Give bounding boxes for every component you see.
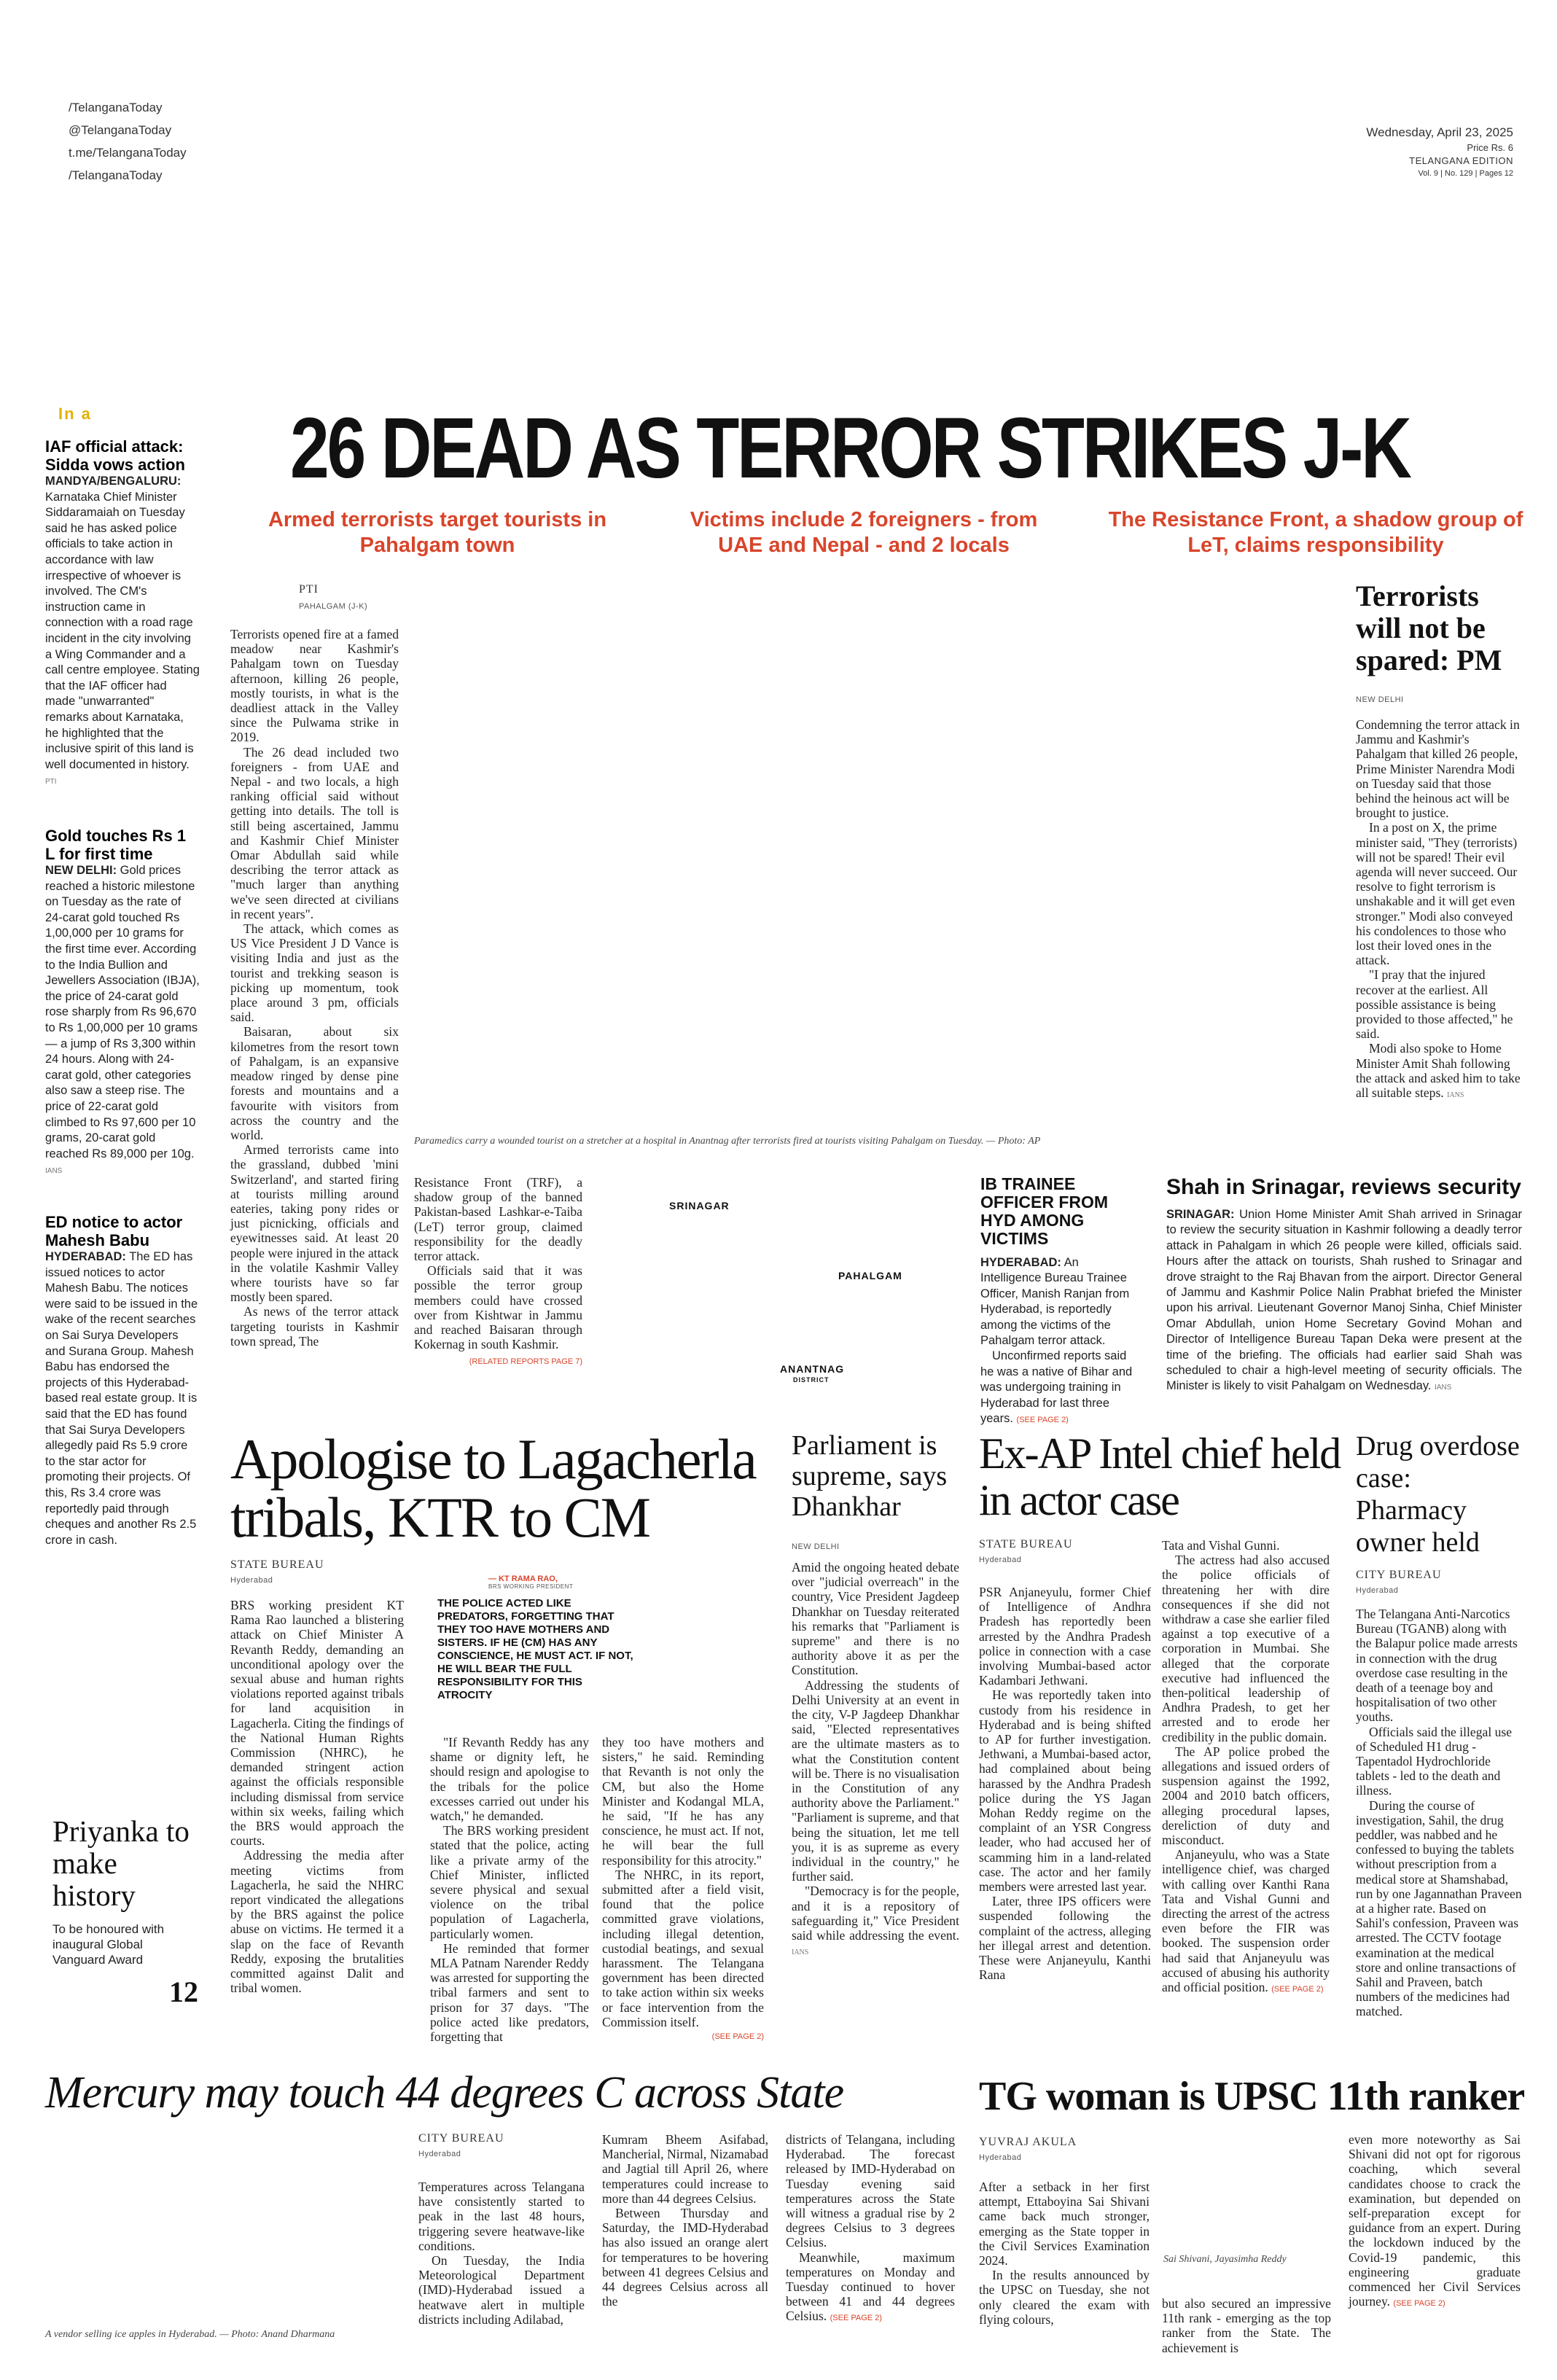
dhankhar-story: Parliament is supreme, says Dhankhar NEW… bbox=[792, 1430, 959, 1960]
mercury-byline: CITY BUREAU Hyderabad bbox=[418, 2132, 504, 2158]
lead-related-link[interactable]: (RELATED REPORTS PAGE 7) bbox=[469, 1357, 582, 1367]
dhankhar-body: Amid the ongoing heated debate over "jud… bbox=[792, 1560, 959, 1957]
pm-body: Condemning the terror attack in Jammu an… bbox=[1356, 717, 1521, 1101]
lead-col-1: Terrorists opened fire at a famed meadow… bbox=[230, 627, 399, 1349]
rail-tag: In a bbox=[58, 405, 92, 423]
social-telegram[interactable]: t.me/TelanganaToday bbox=[69, 146, 187, 160]
lead-photo-caption: Paramedics carry a wounded tourist on a … bbox=[414, 1136, 1041, 1147]
promo-page-number: 12 bbox=[169, 1975, 198, 2008]
shah-headline: Shah in Srinagar, reviews security bbox=[1166, 1175, 1521, 1199]
intel-see-link[interactable]: (SEE PAGE 2) bbox=[1271, 1985, 1324, 1994]
dhankhar-dateline: NEW DELHI bbox=[792, 1542, 840, 1551]
upsc-photo bbox=[1160, 2132, 1335, 2267]
mercury-headline: Mercury may touch 44 degrees C across St… bbox=[45, 2068, 844, 2118]
mercury-photo bbox=[45, 2129, 402, 2325]
pm-headline: Terrorists will not be spared: PM bbox=[1356, 580, 1502, 676]
social-facebook[interactable]: /TelanganaToday bbox=[69, 101, 163, 114]
intel-col-1: PSR Anjaneyulu, former Chief of Intellig… bbox=[979, 1585, 1151, 1983]
drug-story: Drug overdose case: Pharmacy owner held … bbox=[1356, 1430, 1522, 2019]
mercury-photo-caption: A vendor selling ice apples in Hyderabad… bbox=[45, 2329, 335, 2340]
brief-headline: ED notice to actor Mahesh Babu bbox=[45, 1213, 183, 1249]
ib-body-2: Unconfirmed reports said he was a native… bbox=[980, 1349, 1133, 1426]
social-instagram[interactable]: /TelanganaToday bbox=[69, 168, 163, 182]
promo-headline: Priyanka to make history bbox=[52, 1814, 190, 1912]
drug-headline: Drug overdose case: Pharmacy owner held bbox=[1356, 1431, 1520, 1558]
mercury-col-3: districts of Telangana, including Hydera… bbox=[786, 2132, 955, 2324]
shah-story: Shah in Srinagar, reviews security SRINA… bbox=[1166, 1175, 1522, 1396]
upsc-col-1: After a setback in her first attempt, Et… bbox=[979, 2180, 1150, 2327]
drug-byline: CITY BUREAU bbox=[1356, 1569, 1442, 1581]
ktr-headline: Apologise to Lagacherla tribals, KTR to … bbox=[230, 1427, 757, 1549]
brief-headline: Gold touches Rs 1 L for first time bbox=[45, 827, 187, 863]
brief-body: HYDERABAD: The ED has issued notices to … bbox=[45, 1250, 198, 1547]
brief-body: MANDYA/BENGALURU: Karnataka Chief Minist… bbox=[45, 475, 200, 787]
lead-deck-2: Victims include 2 foreigners - from UAE … bbox=[690, 508, 1038, 557]
pm-story: Terrorists will not be spared: PM NEW DE… bbox=[1356, 580, 1522, 1103]
rail-brief-gold: Gold touches Rs 1 L for first time NEW D… bbox=[45, 827, 200, 1179]
lead-deck-3: The Resistance Front, a shadow group of … bbox=[1108, 508, 1523, 557]
mercury-col-1: Temperatures across Telangana have consi… bbox=[418, 2180, 585, 2327]
pm-dateline: NEW DELHI bbox=[1356, 695, 1404, 704]
mercury-col-2: Kumram Bheem Asifabad, Mancherial, Nirma… bbox=[602, 2132, 768, 2309]
ktr-byline: STATE BUREAU Hyderabad bbox=[230, 1558, 324, 1585]
issue-price: Price Rs. 6 bbox=[1467, 142, 1513, 153]
intel-col-2: Tata and Vishal Gunni. The actress had a… bbox=[1162, 1538, 1330, 1995]
ib-headline: IB TRAINEE OFFICER FROM HYD AMONG VICTIM… bbox=[980, 1174, 1109, 1248]
lead-deck-1: Armed terrorists target tourists in Paha… bbox=[268, 508, 607, 557]
map-label-srinagar: SRINAGAR bbox=[669, 1200, 730, 1212]
ktr-col-1: BRS working president KT Rama Rao launch… bbox=[230, 1598, 404, 1996]
drug-body: The Telangana Anti-Narcotics Bureau (TGA… bbox=[1356, 1607, 1522, 2019]
upsc-col-3: even more noteworthy as Sai Shivani did … bbox=[1349, 2132, 1521, 2309]
intel-byline: STATE BUREAU Hyderabad bbox=[979, 1538, 1073, 1564]
map-label-district: DISTRICT bbox=[793, 1376, 830, 1384]
ib-body: HYDERABAD: An Intelligence Bureau Traine… bbox=[980, 1256, 1130, 1348]
upsc-byline: YUVRAJ AKULA Hyderabad bbox=[979, 2136, 1077, 2162]
upsc-headline: TG woman is UPSC 11th ranker bbox=[979, 2074, 1525, 2119]
issue-date: Wednesday, April 23, 2025 bbox=[1366, 125, 1513, 139]
ktr-pull-quote: — KT RAMA RAO, BRS WORKING PRESIDENT THE… bbox=[437, 1575, 633, 1701]
ib-see-link[interactable]: (SEE PAGE 2) bbox=[1016, 1416, 1069, 1425]
ktr-see-link[interactable]: (SEE PAGE 2) bbox=[711, 2032, 764, 2042]
intel-headline: Ex-AP Intel chief held in actor case bbox=[979, 1429, 1341, 1524]
rail-promo[interactable]: Priyanka to make history To be honoured … bbox=[52, 1815, 198, 2009]
lead-col-2: Resistance Front (TRF), a shadow group o… bbox=[414, 1175, 582, 1370]
promo-body: To be honoured with inaugural Global Van… bbox=[52, 1922, 165, 1967]
upsc-photo-caption: Sai Shivani, Jayasimha Reddy bbox=[1163, 2254, 1287, 2265]
lead-headline: 26 DEAD AS TERROR STRIKES J-K bbox=[290, 400, 1412, 496]
upsc-see-link[interactable]: (SEE PAGE 2) bbox=[1393, 2299, 1445, 2309]
issue-edition: TELANGANA EDITION bbox=[1409, 155, 1513, 166]
ib-story: IB TRAINEE OFFICER FROM HYD AMONG VICTIM… bbox=[980, 1175, 1142, 1428]
map-label-anantnag: ANANTNAG bbox=[780, 1363, 845, 1375]
ktr-col-3: they too have mothers and sisters," he s… bbox=[602, 1735, 764, 2044]
ktr-col-2: "If Revanth Reddy has any shame or digni… bbox=[430, 1735, 589, 2045]
map-label-pahalgam: PAHALGAM bbox=[838, 1270, 902, 1281]
date-block: Wednesday, April 23, 2025 Price Rs. 6 TE… bbox=[1222, 124, 1513, 179]
brief-body: NEW DELHI: Gold prices reached a histori… bbox=[45, 864, 200, 1176]
rail-brief-iaf: IAF official attack: Sidda vows action M… bbox=[45, 437, 200, 790]
issue-volume: Vol. 9 | No. 129 | Pages 12 bbox=[1418, 169, 1513, 178]
lead-photo bbox=[414, 583, 1340, 1131]
mercury-see-link[interactable]: (SEE PAGE 2) bbox=[830, 2314, 882, 2323]
drug-dateline: Hyderabad bbox=[1356, 1586, 1399, 1595]
social-links: /TelanganaToday @TelanganaToday t.me/Tel… bbox=[69, 96, 187, 187]
shah-body: SRINAGAR: Union Home Minister Amit Shah … bbox=[1166, 1208, 1522, 1393]
upsc-col-2: but also secured an impressive 11th rank… bbox=[1162, 2296, 1331, 2355]
rail-brief-ed: ED notice to actor Mahesh Babu HYDERABAD… bbox=[45, 1213, 200, 1548]
location-map: SRINAGAR PAHALGAM ANANTNAG DISTRICT bbox=[605, 1175, 940, 1386]
brief-headline: IAF official attack: Sidda vows action bbox=[45, 437, 185, 474]
dhankhar-headline: Parliament is supreme, says Dhankhar bbox=[792, 1430, 948, 1522]
social-twitter[interactable]: @TelanganaToday bbox=[69, 123, 172, 137]
lead-byline: PTI PAHALGAM (J-K) bbox=[299, 583, 368, 611]
